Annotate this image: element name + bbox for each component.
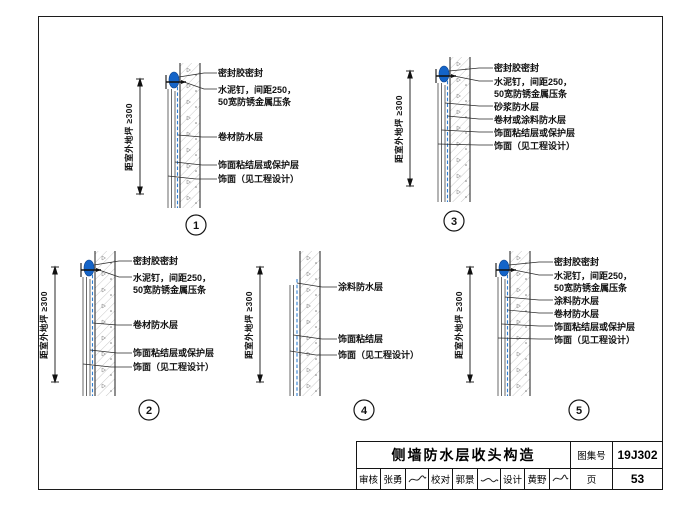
dimension-line: 距室外地坪 ≥300 (39, 266, 60, 383)
label-finish: 饰面（见工程设计） (132, 361, 214, 372)
label-membrane: 卷材或涂料防水层 (493, 114, 566, 125)
check-signature (477, 468, 501, 490)
label-coating: 涂料防水层 (338, 281, 383, 292)
label-batten: 50宽防锈金属压条 (494, 88, 568, 99)
detail-5: 距室外地坪 ≥300 密封胶密封 水泥钉，间距250， 50宽防锈金属压条 涂料… (454, 250, 635, 421)
page-number: 53 (612, 468, 663, 490)
sheet-title: 侧墙防水层收头构造 (356, 441, 571, 469)
wall-section (495, 250, 531, 397)
label-finish: 饰面（见工程设计） (337, 349, 419, 360)
design-signature (549, 468, 571, 490)
label-bond-layer: 饰面粘结层 (337, 333, 383, 344)
label-nail: 水泥钉，间距250， (494, 76, 572, 87)
review-signature (405, 468, 429, 490)
leader-lines (289, 282, 337, 356)
dimension-label: 距室外地坪 ≥300 (454, 291, 464, 359)
label-bond-layer: 饰面粘结层或保护层 (132, 347, 214, 358)
signature-squiggle (408, 475, 427, 483)
label-nail: 水泥钉，间距250， (133, 272, 211, 283)
signature-squiggle (480, 477, 499, 483)
check-label: 校对 (428, 468, 453, 490)
label-nail: 水泥钉，间距250， (554, 270, 632, 281)
label-sealant: 密封胶密封 (493, 62, 539, 73)
detail-labels: 密封胶密封 水泥钉，间距250， 50宽防锈金属压条 砂浆防水层 卷材或涂料防水… (493, 62, 575, 151)
detail-1: 距室外地坪 ≥300 密封胶密封 水泥钉，间距250， 50宽防锈金属压条 卷材… (124, 62, 299, 236)
atlas-number-label: 图集号 (570, 441, 613, 469)
label-mortar: 砂浆防水层 (494, 101, 539, 112)
detail-number-bubble: 2 (138, 399, 160, 421)
detail-2: 距室外地坪 ≥300 密封胶密封 水泥钉，间距250， 50宽防锈金属压条 卷材… (39, 250, 214, 421)
dimension-line: 距室外地坪 ≥300 (394, 70, 415, 187)
label-sealant: 密封胶密封 (553, 256, 599, 267)
detail-labels: 密封胶密封 水泥钉，间距250， 50宽防锈金属压条 涂料防水层 卷材防水层 饰… (553, 256, 635, 345)
detail-number: 2 (146, 405, 152, 417)
detail-number-bubble: 4 (353, 399, 375, 421)
detail-number: 1 (193, 220, 199, 232)
detail-3: 距室外地坪 ≥300 密封胶密封 水泥钉，间距250， 50宽防锈金属压条 砂浆… (394, 56, 575, 232)
label-finish: 饰面（见工程设计） (493, 140, 575, 151)
label-batten: 50宽防锈金属压条 (554, 282, 628, 293)
title-block: 侧墙防水层收头构造 图集号 19J302 审核 张勇 校对 郭景 (356, 441, 663, 490)
atlas-number-value: 19J302 (612, 441, 663, 469)
label-finish: 饰面（见工程设计） (217, 173, 299, 184)
leader-lines (82, 260, 132, 368)
label-nail: 水泥钉，间距250， (218, 84, 296, 95)
signature-squiggle (552, 474, 569, 482)
review-name: 张勇 (380, 468, 406, 490)
label-bond-layer: 饰面粘结层或保护层 (217, 159, 299, 170)
detail-number: 5 (576, 405, 582, 417)
detail-number-bubble: 1 (185, 214, 207, 236)
dimension-label: 距室外地坪 ≥300 (39, 291, 49, 359)
wall-section (435, 56, 471, 203)
label-finish: 饰面（见工程设计） (553, 334, 635, 345)
review-label: 审核 (356, 468, 381, 490)
dimension-line: 距室外地坪 ≥300 (244, 266, 265, 383)
leader-lines (437, 67, 493, 146)
dimension-line: 距室外地坪 ≥300 (124, 78, 145, 195)
label-membrane: 卷材防水层 (132, 319, 178, 330)
check-name: 郭景 (452, 468, 478, 490)
detail-labels: 涂料防水层 饰面粘结层 饰面（见工程设计） (337, 281, 419, 360)
detail-number-bubble: 5 (568, 399, 590, 421)
detail-labels: 密封胶密封 水泥钉，间距250， 50宽防锈金属压条 卷材防水层 饰面粘结层或保… (132, 255, 214, 372)
design-label: 设计 (500, 468, 525, 490)
leader-lines (167, 72, 217, 180)
label-sealant: 密封胶密封 (217, 67, 263, 78)
dimension-line: 距室外地坪 ≥300 (454, 266, 475, 383)
page-label: 页 (570, 468, 613, 490)
detail-labels: 密封胶密封 水泥钉，间距250， 50宽防锈金属压条 卷材防水层 饰面粘结层或保… (217, 67, 299, 184)
label-coating: 涂料防水层 (554, 295, 599, 306)
label-batten: 50宽防锈金属压条 (218, 96, 292, 107)
label-bond-layer: 饰面粘结层或保护层 (553, 321, 635, 332)
label-batten: 50宽防锈金属压条 (133, 284, 207, 295)
leader-lines (497, 261, 553, 340)
label-membrane: 卷材防水层 (217, 131, 263, 142)
detail-number: 4 (361, 405, 368, 417)
dimension-label: 距室外地坪 ≥300 (244, 291, 254, 359)
dimension-label: 距室外地坪 ≥300 (124, 103, 134, 171)
detail-number: 3 (451, 216, 457, 228)
wall-section (289, 250, 321, 397)
dimension-label: 距室外地坪 ≥300 (394, 95, 404, 163)
label-membrane: 卷材防水层 (553, 308, 599, 319)
label-sealant: 密封胶密封 (132, 255, 178, 266)
detail-number-bubble: 3 (443, 210, 465, 232)
drawing-frame: 距室外地坪 ≥300 密封胶密封 水泥钉，间距250， 50宽防锈金属压条 卷材… (38, 16, 663, 490)
design-name: 黄野 (524, 468, 550, 490)
detail-4: 距室外地坪 ≥300 涂料防水层 饰面粘结层 饰面（见工程设计） 4 (244, 250, 419, 421)
label-bond-layer: 饰面粘结层或保护层 (493, 127, 575, 138)
